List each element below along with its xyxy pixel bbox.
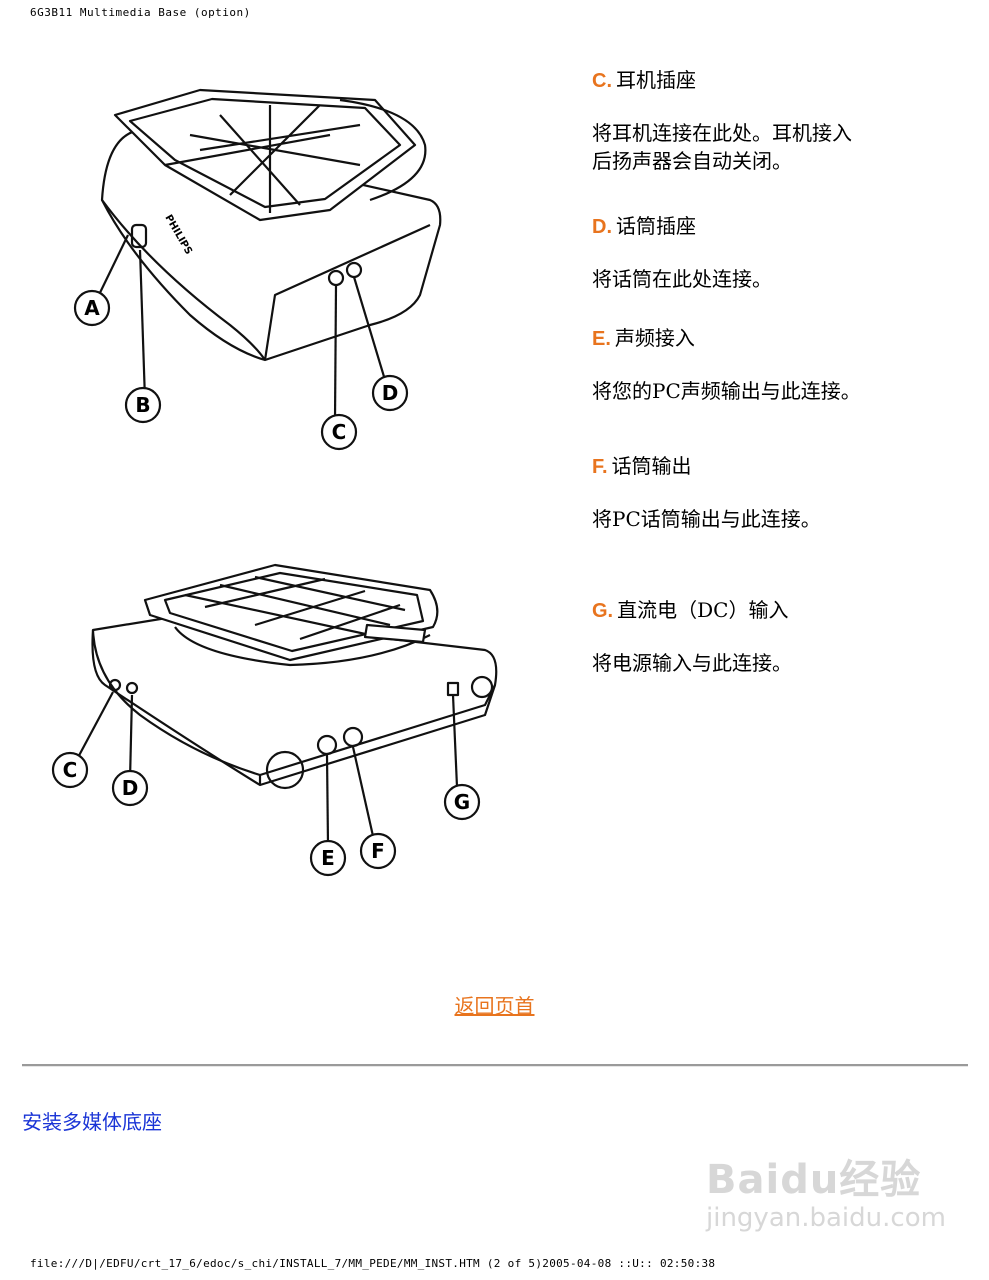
section-mic-out: F.话筒输出 将PC话筒输出与此连接。 — [592, 450, 972, 533]
section-heading: G.直流电（DC）输入 — [592, 594, 972, 623]
section-body: 将您的PC声频输出与此连接。 — [592, 377, 972, 405]
section-dc-in: G.直流电（DC）输入 将电源输入与此连接。 — [592, 594, 972, 677]
section-headphone-jack: C.耳机插座 将耳机连接在此处。耳机接入 后扬声器会自动关闭。 — [592, 64, 972, 175]
callout-c: C — [332, 420, 347, 444]
body-line: 将PC话筒输出与此连接。 — [592, 507, 821, 531]
section-letter: D. — [592, 216, 612, 238]
section-letter: F. — [592, 456, 608, 478]
section-title: 直流电（DC）输入 — [617, 598, 789, 622]
section-body: 将话筒在此处连接。 — [592, 265, 972, 293]
baidu-watermark: Baidu经验 jingyan.baidu.com — [700, 1135, 946, 1245]
callout-d: D — [382, 381, 399, 405]
body-line: 后扬声器会自动关闭。 — [592, 149, 792, 173]
section-heading: E.声频接入 — [592, 322, 972, 351]
back-to-top-link[interactable]: 返回页首 — [454, 994, 535, 1018]
body-line: 将电源输入与此连接。 — [592, 651, 792, 675]
section-title: 话筒输出 — [611, 454, 692, 478]
callout-c-rear: C — [63, 758, 78, 782]
base-rear-illustration: C D E F G — [51, 563, 498, 877]
callout-e: E — [321, 846, 335, 870]
page-header-path: 6G3B11 Multimedia Base (option) — [30, 6, 251, 19]
callout-g: G — [454, 790, 470, 814]
section-title: 声频接入 — [614, 326, 695, 350]
figure-base-rear: C D E F G — [45, 555, 515, 885]
horizontal-divider — [22, 1064, 968, 1067]
section-heading: C.耳机插座 — [592, 64, 972, 93]
body-line: 将耳机连接在此处。耳机接入 — [592, 121, 852, 145]
callout-a: A — [84, 296, 100, 320]
figure-base-front: PHILIPS A B C D — [70, 75, 470, 460]
watermark-brand: Baidu经验 — [706, 1157, 922, 1203]
watermark-url: jingyan.baidu.com — [706, 1203, 946, 1233]
base-front-illustration: PHILIPS A B C D — [73, 88, 442, 451]
section-letter: C. — [592, 70, 612, 92]
callout-f: F — [371, 839, 385, 863]
section-letter: G. — [592, 600, 614, 622]
body-line: 将您的PC声频输出与此连接。 — [592, 379, 861, 403]
page-footer-path: file:///D|/EDFU/crt_17_6/edoc/s_chi/INST… — [30, 1257, 716, 1270]
install-base-link[interactable]: 安装多媒体底座 — [22, 1110, 162, 1134]
callout-d-rear: D — [122, 776, 139, 800]
section-mic-jack: D.话筒插座 将话筒在此处连接。 — [592, 210, 972, 293]
section-body: 将电源输入与此连接。 — [592, 649, 972, 677]
section-letter: E. — [592, 328, 611, 350]
section-body: 将PC话筒输出与此连接。 — [592, 505, 972, 533]
section-body: 将耳机连接在此处。耳机接入 后扬声器会自动关闭。 — [592, 119, 972, 175]
section-title: 话筒插座 — [616, 214, 696, 238]
section-audio-in: E.声频接入 将您的PC声频输出与此连接。 — [592, 322, 972, 405]
body-line: 将话筒在此处连接。 — [592, 267, 772, 291]
section-heading: F.话筒输出 — [592, 450, 972, 479]
section-heading: D.话筒插座 — [592, 210, 972, 239]
callout-b: B — [135, 393, 150, 417]
brand-label: PHILIPS — [162, 213, 194, 257]
section-title: 耳机插座 — [616, 68, 696, 92]
